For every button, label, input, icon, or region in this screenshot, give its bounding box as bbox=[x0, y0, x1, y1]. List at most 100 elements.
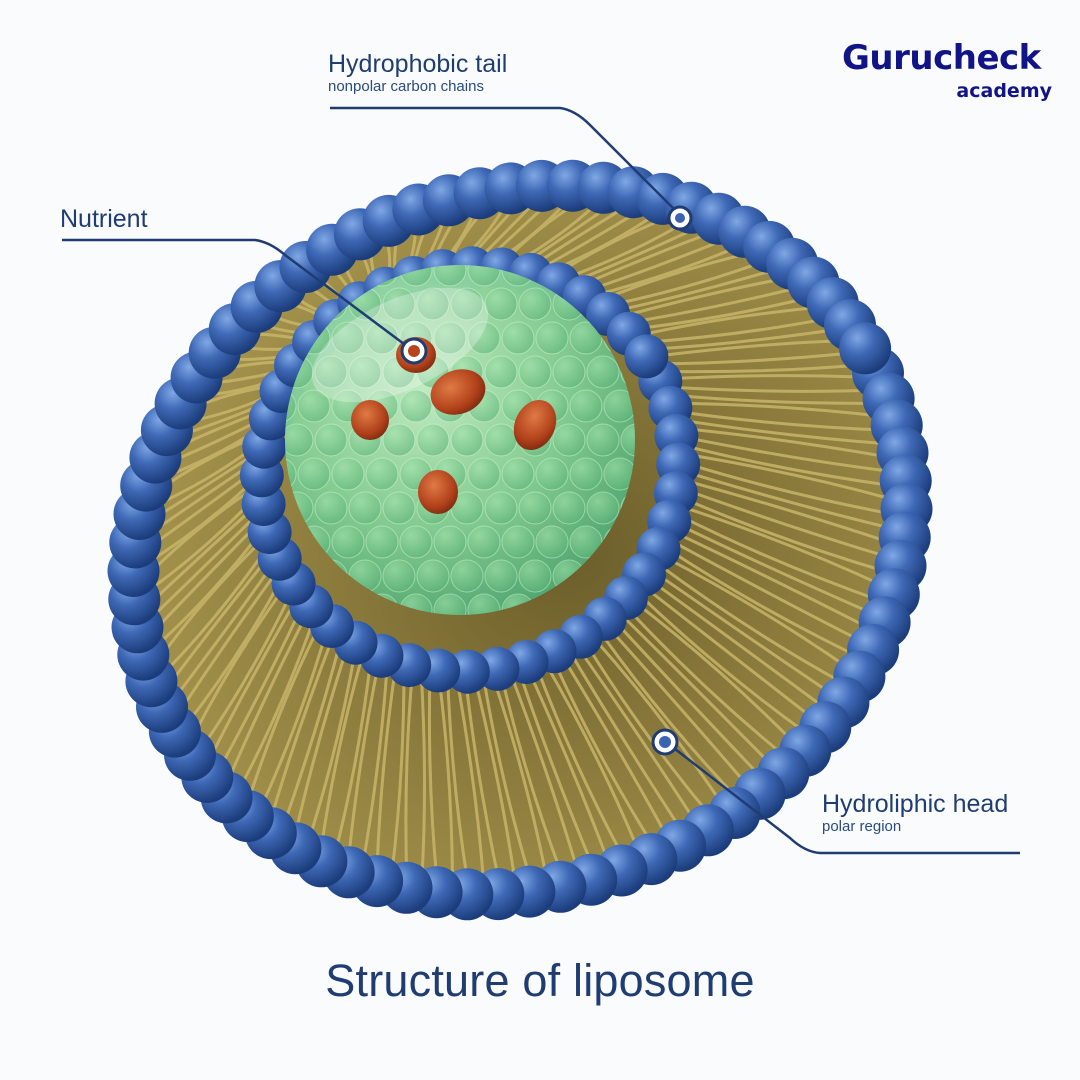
lipid-tail bbox=[499, 671, 564, 878]
lipid-tail bbox=[145, 510, 262, 624]
lipid-tail bbox=[198, 589, 294, 753]
core-cell bbox=[365, 457, 399, 491]
head-pointer-icon bbox=[651, 728, 679, 756]
core-cell bbox=[416, 423, 450, 457]
inner-head-bead bbox=[624, 334, 669, 379]
core-cell bbox=[450, 559, 484, 593]
core-cell bbox=[450, 287, 484, 321]
lipid-tail bbox=[508, 670, 580, 875]
lipid-tail bbox=[455, 675, 486, 886]
head-leader-line bbox=[665, 741, 1020, 855]
lipid-tail bbox=[446, 674, 470, 886]
lipid-tail bbox=[611, 617, 764, 780]
core-cell bbox=[382, 423, 416, 457]
outer-head-bead bbox=[839, 322, 892, 375]
lipid-tail bbox=[655, 351, 858, 366]
core-cell bbox=[314, 491, 348, 525]
lipid-tail bbox=[551, 656, 656, 849]
lipid-tail bbox=[346, 658, 381, 864]
lipid-tail bbox=[163, 551, 274, 692]
core-cell bbox=[382, 287, 416, 321]
core-cell bbox=[569, 389, 603, 423]
lipid-tail bbox=[235, 615, 316, 795]
core-cell bbox=[484, 287, 518, 321]
core-cell bbox=[331, 525, 365, 559]
lipid-tail bbox=[681, 452, 898, 502]
lipid-tail bbox=[427, 672, 439, 884]
lipid-tail bbox=[257, 627, 329, 814]
lipid-tail bbox=[534, 662, 626, 861]
core-cell bbox=[484, 355, 518, 389]
lipid-tail bbox=[646, 327, 842, 351]
lipid-tail bbox=[190, 581, 289, 741]
tail-label-subtitle: nonpolar carbon chains bbox=[328, 78, 484, 95]
core-cell bbox=[399, 389, 433, 423]
lipid-tail bbox=[604, 257, 772, 308]
lipid-tail bbox=[182, 574, 285, 729]
lipid-tail bbox=[635, 305, 825, 338]
lipid-tail bbox=[293, 642, 350, 838]
lipid-tail bbox=[635, 591, 809, 736]
lipid-tail bbox=[375, 664, 398, 873]
lipid-tail bbox=[678, 495, 891, 574]
lipid-tail bbox=[646, 576, 828, 711]
lipid-tail bbox=[419, 671, 427, 882]
lipid-tail bbox=[666, 537, 867, 645]
lipid-tail bbox=[437, 674, 455, 885]
lipid-tail bbox=[681, 478, 896, 546]
lipid-tail bbox=[582, 639, 713, 819]
lipid-tail bbox=[169, 559, 277, 705]
lipid-tail bbox=[306, 647, 358, 845]
core-cell bbox=[433, 265, 467, 287]
lipid-tail bbox=[675, 409, 890, 432]
lipid-tail bbox=[472, 675, 517, 885]
logo-tagline: academy bbox=[956, 80, 1052, 102]
core-cell bbox=[552, 423, 586, 457]
core-cell bbox=[484, 491, 518, 525]
lipid-tail bbox=[623, 604, 788, 759]
lipid-tail bbox=[651, 339, 850, 359]
lipid-tail bbox=[641, 316, 834, 344]
core-cell bbox=[433, 525, 467, 559]
core-cell bbox=[382, 559, 416, 593]
core-cell bbox=[399, 525, 433, 559]
lipid-tail bbox=[158, 543, 271, 679]
lipid-tail bbox=[681, 461, 898, 517]
lipid-tail bbox=[681, 469, 897, 531]
core-cell bbox=[416, 559, 450, 593]
lipid-tail bbox=[575, 643, 699, 827]
lipid-tail bbox=[629, 597, 799, 747]
core-cell bbox=[620, 423, 635, 457]
head-label-title: Hydroliphic head bbox=[822, 790, 1009, 818]
core-cell bbox=[569, 321, 603, 355]
nutrient-leader-line bbox=[62, 238, 413, 352]
core-cell bbox=[416, 287, 450, 321]
core-cell bbox=[297, 457, 331, 491]
core-cell bbox=[586, 423, 620, 457]
nutrient-label-title: Nutrient bbox=[60, 205, 148, 233]
nutrient-particle bbox=[418, 470, 458, 514]
lipid-tail bbox=[669, 393, 882, 405]
lipid-tail bbox=[390, 667, 406, 876]
lipid-tail bbox=[655, 561, 846, 685]
core-cell bbox=[586, 491, 620, 525]
core-cell bbox=[467, 593, 501, 615]
nutrient-particle bbox=[513, 399, 557, 451]
tail-pointer-icon bbox=[667, 205, 693, 231]
core-cell bbox=[285, 423, 314, 457]
core-cell bbox=[518, 355, 552, 389]
head-label: Hydroliphic head polar region bbox=[822, 790, 1008, 836]
lipid-tail bbox=[663, 545, 861, 659]
core-cell bbox=[552, 491, 586, 525]
core-cell bbox=[501, 321, 535, 355]
lipid-tail bbox=[666, 385, 877, 393]
core-cell bbox=[535, 457, 569, 491]
lipid-tail bbox=[611, 266, 783, 313]
lipid-tail bbox=[672, 521, 879, 617]
lipid-tail bbox=[630, 295, 815, 331]
lipid-tail bbox=[659, 363, 865, 374]
core-cell bbox=[569, 525, 603, 559]
core-cell bbox=[348, 355, 382, 389]
lipid-tail bbox=[669, 529, 873, 631]
